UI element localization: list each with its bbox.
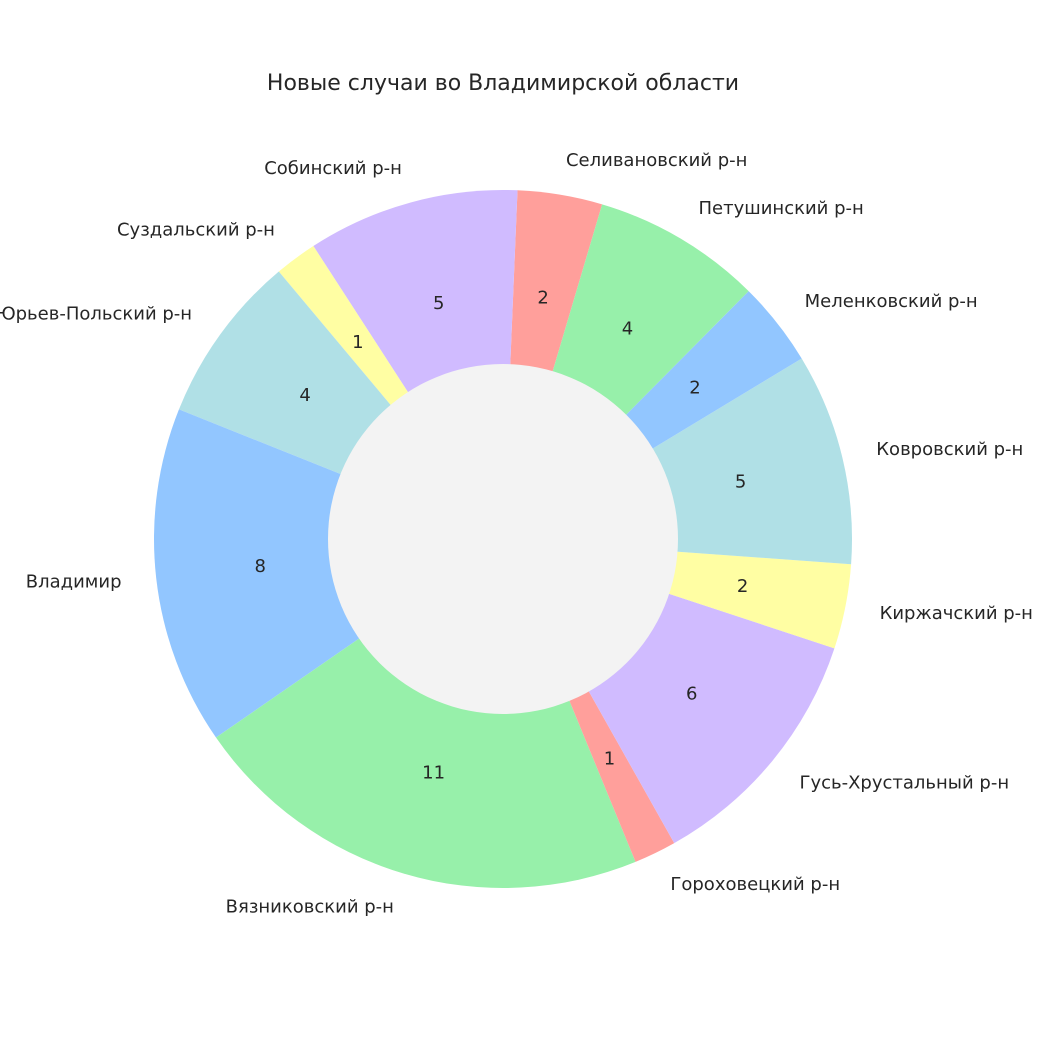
category-labels-group: Селивановский р-н Собинский р-нСуздальски…: [0, 150, 1033, 918]
category-label-11: Меленковский р-н: [805, 291, 978, 312]
category-label-8: Гусь-Хрустальный р-н: [799, 772, 1009, 793]
slice-value-label: 2: [689, 377, 700, 398]
chart-title: Новые случаи во Владимирской области: [267, 71, 739, 96]
slice-value-label: 2: [737, 576, 748, 597]
category-label-10: Ковровский р-н: [876, 439, 1023, 460]
slice-value-label: 5: [433, 293, 444, 314]
category-label-5: Владимир: [26, 572, 122, 593]
slice-value-label: 8: [255, 556, 266, 577]
category-label-6: Вязниковский р-н: [226, 897, 394, 918]
slice-value-label: 1: [352, 332, 363, 353]
slice-5: [153, 409, 503, 738]
category-label-1: Селивановский р-н: [566, 150, 747, 171]
category-label-3: Суздальский р-н: [117, 220, 275, 241]
category-label-4: Юрьев-Польский р-н: [0, 303, 192, 324]
slice-value-label: 4: [622, 318, 633, 339]
slice-value-label: 5: [735, 471, 746, 492]
slice-value-label: 11: [422, 763, 445, 784]
category-label-7: Гороховецкий р-н: [670, 874, 840, 895]
slice-value-label: 6: [686, 684, 697, 705]
category-label-2: Собинский р-н: [264, 158, 402, 179]
donut-hole: [328, 364, 678, 714]
slice-value-label: 4: [299, 385, 310, 406]
category-label-9: Киржачский р-н: [880, 603, 1033, 624]
slice-value-label: 1: [604, 748, 615, 769]
slice-value-label: 2: [537, 288, 548, 309]
category-label-12: Петушинский р-н: [699, 198, 864, 219]
